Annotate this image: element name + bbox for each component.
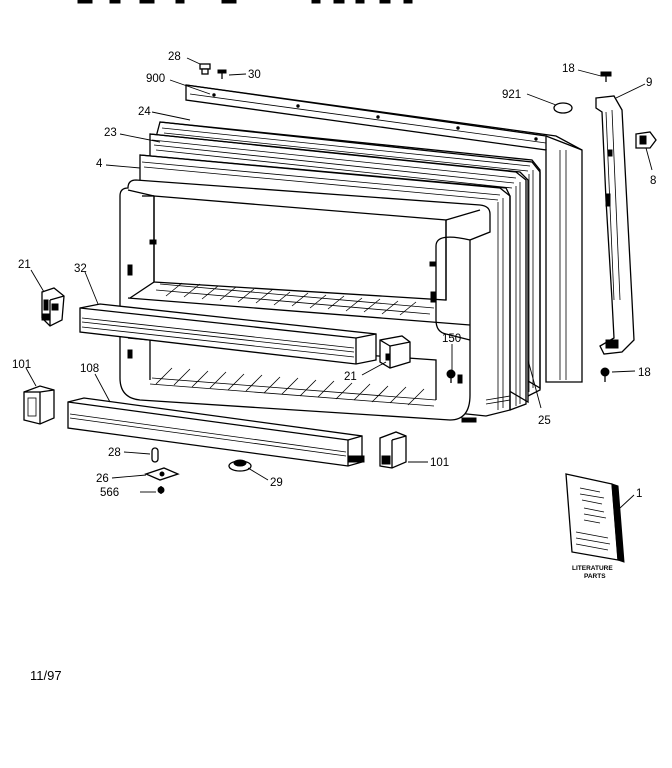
label-9: 9 <box>646 77 652 89</box>
stud-28-bottom <box>151 447 159 463</box>
label-29: 29 <box>270 477 283 489</box>
upper-shelf-ribs <box>155 282 435 316</box>
label-26: 26 <box>96 473 109 485</box>
label-28-top: 28 <box>168 51 181 63</box>
label-8: 8 <box>650 175 656 187</box>
screw-566 <box>157 486 165 494</box>
leader-lines <box>25 57 653 509</box>
screw-18-bottom <box>600 367 610 382</box>
plug-921 <box>553 102 573 114</box>
top-edge-marks <box>77 0 413 4</box>
label-1: 1 <box>636 488 642 500</box>
label-18-top: 18 <box>562 63 575 75</box>
door-hinge <box>595 95 635 355</box>
shelf-bracket-left <box>41 287 65 327</box>
screw-30 <box>217 69 227 79</box>
shelf-bar <box>79 303 377 365</box>
label-30: 30 <box>248 69 261 81</box>
label-150: 150 <box>442 333 461 345</box>
outer-door-panel <box>185 84 583 383</box>
plate-26 <box>144 467 180 481</box>
literature-caption-line1: LITERATURE <box>572 565 613 572</box>
revision-date: 11/97 <box>30 668 62 683</box>
label-18-bottom: 18 <box>638 367 651 379</box>
hinge-clip <box>635 131 657 149</box>
label-25: 25 <box>538 415 551 427</box>
label-101-left: 101 <box>12 359 31 371</box>
lower-shelf-ribs <box>149 367 437 407</box>
label-921: 921 <box>502 89 521 101</box>
label-21-right: 21 <box>344 371 357 383</box>
label-28-bottom: 28 <box>108 447 121 459</box>
label-108: 108 <box>80 363 99 375</box>
end-cap-right <box>379 431 407 469</box>
label-101-right: 101 <box>430 457 449 469</box>
literature-caption-line2: PARTS <box>584 573 606 580</box>
label-4: 4 <box>96 158 103 170</box>
label-23: 23 <box>104 127 117 139</box>
inner-door-liner <box>119 179 491 423</box>
label-566: 566 <box>100 487 119 499</box>
label-24: 24 <box>138 106 151 118</box>
label-900: 900 <box>146 73 165 85</box>
end-cap-left <box>23 385 55 425</box>
screw-18-top <box>600 71 612 82</box>
label-21-left: 21 <box>18 259 31 271</box>
literature-booklet <box>565 473 625 563</box>
screw-150 <box>446 369 456 383</box>
foot-29 <box>228 459 252 472</box>
bottom-trim-bar <box>67 397 365 467</box>
label-32: 32 <box>74 263 87 275</box>
screw-28-top <box>199 63 211 75</box>
part-labels: 28 30 900 24 23 4 21 32 101 108 28 26 56… <box>12 51 656 500</box>
shelf-bracket-right <box>379 335 411 369</box>
